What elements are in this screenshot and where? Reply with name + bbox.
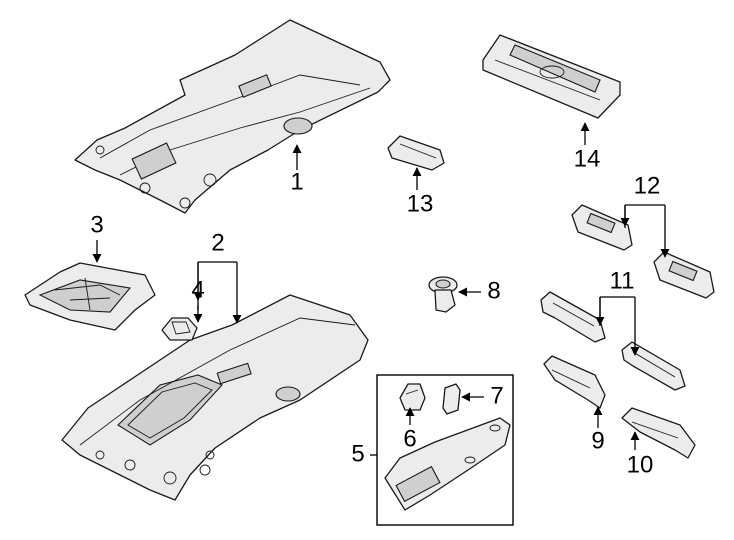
visor-bracket-left	[571, 204, 633, 251]
grommet	[428, 276, 458, 313]
grab-handle-front	[543, 355, 606, 409]
map-lamp	[482, 34, 621, 119]
handle-bracket-left	[540, 291, 606, 343]
headliner-lower	[61, 294, 369, 501]
callout-labels: 1 2 3 4 5 6 7 8 9 10 11 12 13 14	[90, 145, 660, 478]
callout-3: 3	[90, 211, 103, 238]
callout-9: 9	[591, 427, 604, 454]
callout-12: 12	[634, 172, 661, 199]
callout-10: 10	[627, 451, 654, 478]
visor-clip	[399, 383, 426, 411]
callout-4: 4	[191, 276, 204, 303]
sun-visor	[384, 417, 511, 511]
visor-holder	[442, 383, 461, 415]
callout-8: 8	[487, 277, 500, 304]
callout-11: 11	[610, 267, 635, 294]
grab-handle-rear	[621, 407, 696, 459]
callout-7: 7	[490, 382, 503, 409]
overhead-console	[24, 262, 156, 331]
handle-bracket-right	[621, 341, 686, 391]
retainer-clip	[161, 317, 198, 341]
callout-1: 1	[290, 168, 303, 195]
callout-13: 13	[407, 190, 434, 217]
leader-12	[624, 204, 665, 257]
callout-5: 5	[351, 440, 364, 467]
sunvisor-group-box	[376, 374, 514, 526]
callout-14: 14	[574, 145, 601, 172]
dome-lamp	[387, 135, 445, 171]
callout-2: 2	[211, 229, 224, 256]
visor-bracket-right	[653, 251, 715, 299]
callout-6: 6	[403, 425, 416, 452]
leader-lines	[92, 122, 665, 456]
headliner-upper	[74, 19, 391, 214]
